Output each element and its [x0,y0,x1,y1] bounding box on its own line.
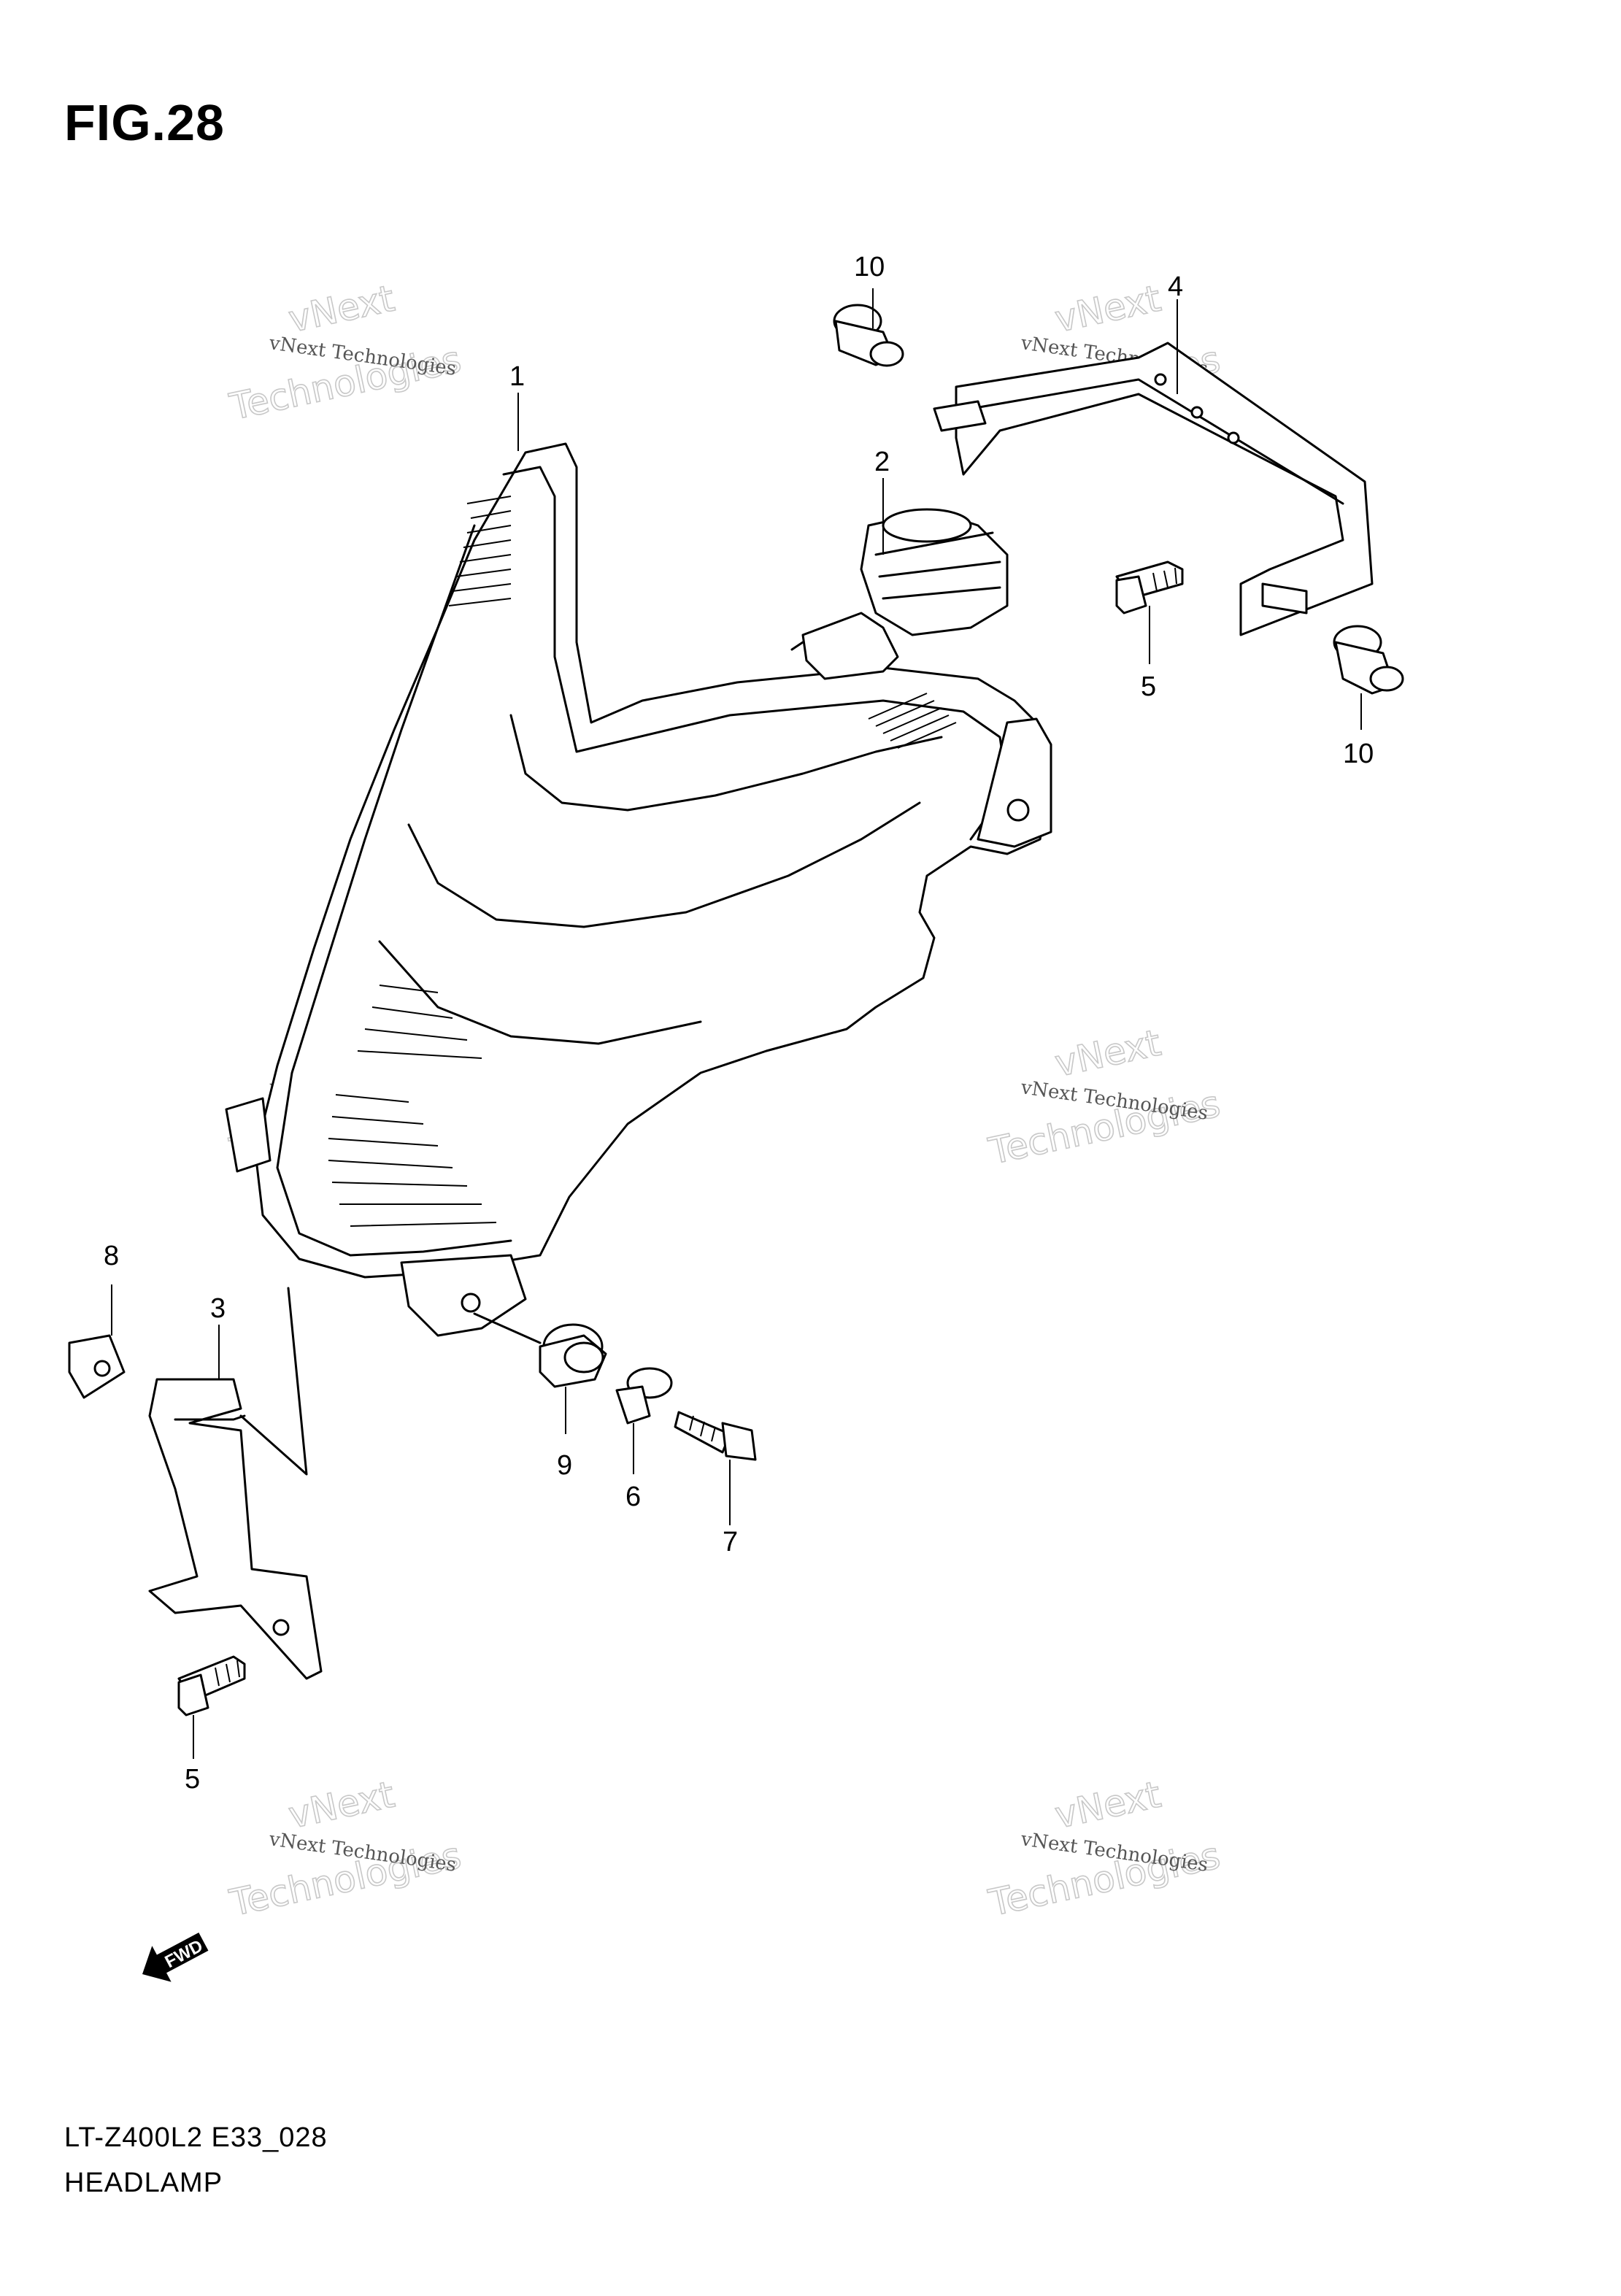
square-nut [68,1334,126,1399]
watermark-mid-right: vNext Technologies vNext Technologies [985,1021,1225,1174]
figure-title: FIG.28 [64,94,225,151]
leader-lines [111,288,1362,1759]
model-code: LT-Z400L2 E33_028 [64,2122,328,2153]
svg-text:vNext: vNext [285,277,398,341]
callout-6: 6 [625,1482,641,1512]
collar [615,1367,673,1425]
svg-text:vNext: vNext [1051,1022,1164,1085]
figure-caption: HEADLAMP [64,2168,223,2198]
callout-1: 1 [509,361,525,392]
svg-text:vNext: vNext [1051,277,1164,341]
cushion-upper [833,304,904,367]
bolt-upper [1115,560,1184,615]
mounting-stay [933,342,1374,636]
callout-4: 4 [1168,271,1183,302]
bulb [790,508,1009,680]
watermark-top-left: vNext Technologies vNext Technologies [226,277,466,429]
svg-text:vNext: vNext [1051,1773,1164,1837]
callout-9: 9 [557,1450,572,1481]
callout-10-lower: 10 [1343,739,1374,769]
forward-direction-arrow: FWD [142,1933,209,1982]
grommet [539,1323,607,1388]
callout-10-upper: 10 [854,252,885,282]
svg-text:vNext: vNext [285,1773,398,1837]
callout-numbers: 1 2 3 4 5 5 6 7 8 9 10 10 [104,252,1374,1795]
callout-3: 3 [210,1293,226,1324]
callout-5-lower: 5 [185,1764,200,1795]
callout-5-upper: 5 [1141,671,1156,702]
watermark-bottom-right: vNext Technologies vNext Technologies [985,1773,1225,1925]
callout-7: 7 [723,1527,738,1557]
cushion-lower [1333,625,1404,695]
callout-2: 2 [874,447,890,477]
watermark-bottom-left: vNext Technologies vNext Technologies [226,1773,466,1925]
bolt-lower [177,1655,246,1717]
callout-8: 8 [104,1241,119,1271]
screw [674,1411,757,1461]
headlamp-housing [225,442,1052,1476]
headlamp-bracket [148,1378,323,1680]
